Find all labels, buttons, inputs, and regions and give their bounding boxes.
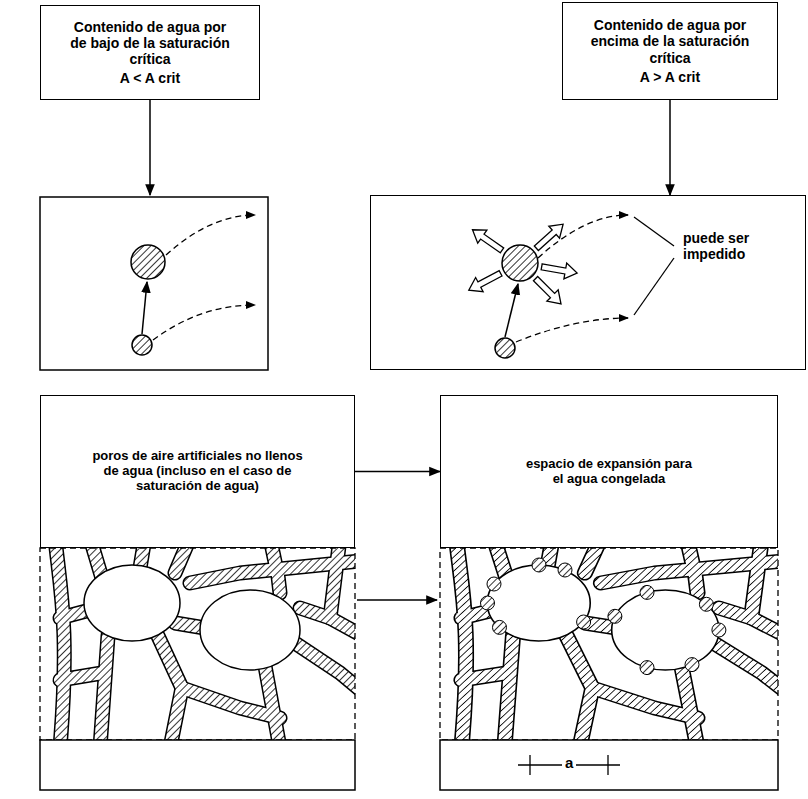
pore-network-right bbox=[440, 538, 794, 790]
sketch-part bbox=[55, 538, 370, 748]
sketch-part bbox=[142, 282, 147, 334]
flow-arrow bbox=[669, 100, 671, 195]
sketch-part bbox=[634, 217, 674, 246]
flow-arrow bbox=[149, 100, 151, 195]
sketch-part bbox=[516, 318, 628, 342]
formula-text: A > A crit bbox=[585, 69, 755, 85]
sketch-part bbox=[132, 335, 152, 355]
sketch-part bbox=[440, 740, 778, 790]
pore-sketch-right bbox=[465, 215, 674, 358]
sketch-part bbox=[465, 218, 578, 309]
sketch-part bbox=[608, 609, 622, 623]
formula-text: A < A crit bbox=[65, 70, 235, 86]
sketch-part bbox=[153, 305, 255, 340]
node-text: Contenido de agua por encima de la satur… bbox=[585, 17, 755, 65]
sketch-part bbox=[540, 259, 578, 281]
node-text: espacio de expansión para el agua congel… bbox=[519, 457, 699, 487]
sketch-part bbox=[40, 548, 355, 740]
caption-box: espacio de expansión para el agua congel… bbox=[440, 395, 778, 548]
sketch-part bbox=[166, 215, 255, 255]
compare-arrow bbox=[357, 599, 437, 601]
pore-sketch-left bbox=[131, 215, 255, 355]
sketch-part bbox=[465, 266, 504, 297]
condition-box: Contenido de agua por encima de la satur… bbox=[562, 2, 778, 100]
sketch-part bbox=[699, 597, 713, 611]
state-box: puede ser impedido bbox=[370, 195, 806, 370]
sketch-part bbox=[607, 755, 608, 775]
sketch-part bbox=[634, 258, 674, 315]
flow-arrow bbox=[355, 471, 440, 473]
sketch-part bbox=[505, 284, 518, 337]
sketch-part bbox=[532, 558, 546, 572]
sketch-part bbox=[468, 223, 507, 257]
sketch-part bbox=[131, 245, 165, 279]
condition-box: Contenido de agua por de bajo de la satu… bbox=[40, 5, 260, 100]
sketch-part bbox=[487, 577, 501, 591]
sketch-part bbox=[440, 548, 778, 740]
node-text: Contenido de agua por de bajo de la satu… bbox=[65, 19, 235, 67]
sketch-part bbox=[640, 661, 654, 675]
sketch-part bbox=[531, 218, 568, 254]
dimension-label: a bbox=[562, 755, 576, 772]
pore-network-left bbox=[40, 538, 370, 790]
caption-box: poros de aire artificiales no llenos de … bbox=[40, 395, 355, 548]
node-text: puede ser impedido bbox=[683, 230, 799, 262]
sketch-part bbox=[493, 620, 507, 634]
sketch-part bbox=[538, 215, 628, 258]
sketch-part bbox=[577, 615, 591, 629]
sketch-part bbox=[456, 538, 794, 748]
sketch-part bbox=[529, 755, 530, 775]
sketch-part bbox=[530, 273, 567, 310]
sketch-part bbox=[502, 245, 538, 281]
sketch-part bbox=[558, 563, 572, 577]
state-box bbox=[40, 197, 268, 370]
sketch-part bbox=[685, 658, 699, 672]
sketch-part bbox=[712, 623, 726, 637]
node-text: poros de aire artificiales no llenos de … bbox=[90, 449, 305, 494]
sketch-part bbox=[40, 740, 355, 790]
sketch-part bbox=[640, 585, 654, 599]
sketch-part bbox=[495, 338, 515, 358]
sketch-part bbox=[481, 596, 495, 610]
sketch-part bbox=[481, 558, 726, 675]
